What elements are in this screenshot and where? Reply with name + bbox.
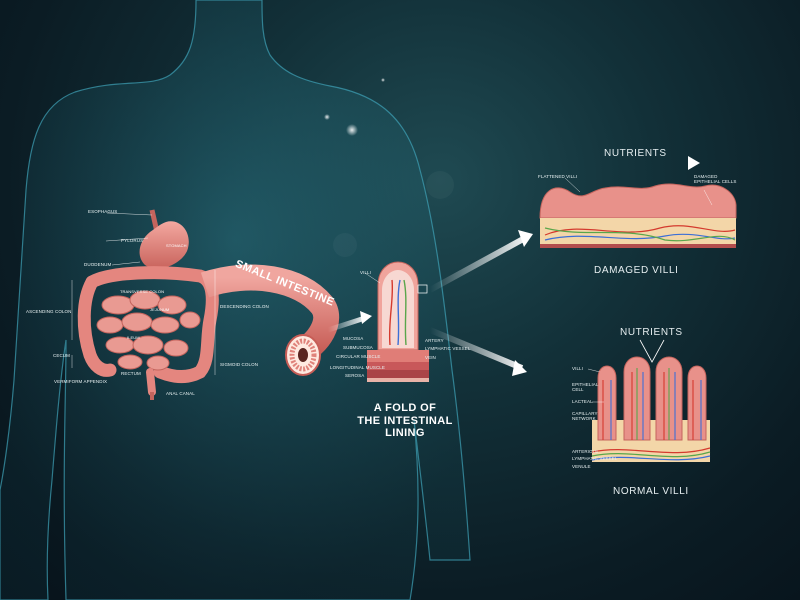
fold-caption-line3: LINING [350,427,460,440]
label-submucosa: SUBMUCOSA [343,346,373,351]
damaged-nutrients-label: NUTRIENTS [604,148,667,159]
label-capillary-network: CAPILLARY NETWORK [572,412,596,421]
fold-caption-line1: A FOLD OF [350,402,460,415]
damaged-villi-illustration [540,184,736,248]
label-damaged-cells: DAMAGED EPITHELIAL CELLS [694,175,740,184]
normal-villi-title: NORMAL VILLI [613,486,689,497]
fold-caption: A FOLD OF THE INTESTINAL LINING [350,402,460,440]
label-fold-lymphatic-vessel: LYMPHATIC VESSEL [425,347,470,352]
label-flattened-villi: FLATTENED VILLI [538,175,577,180]
label-arteriole: ARTERIOLE [572,450,598,455]
label-serosa: SEROSA [345,374,364,379]
label-duodenum: DUODENUM [84,263,111,268]
normal-villi-illustration [592,340,710,462]
label-ileum: ILEUM [127,336,140,340]
label-ascending-colon: ASCENDING COLON [26,310,72,315]
label-mucosa: MUCOSA [343,337,363,342]
label-jejunum: JEJUNUM [150,308,169,312]
label-vein: VEIN [425,356,436,361]
label-normal-villi: VILLI [572,367,583,372]
fold-caption-line2: THE INTESTINAL [350,415,460,428]
label-epithelial-cell: EPITHELIAL CELL [572,383,596,392]
label-descending-colon: DESCENDING COLON [220,305,269,310]
label-artery: ARTERY [425,339,444,344]
label-transverse-colon: TRANSVERSE COLON [120,290,164,294]
normal-nutrients-label: NUTRIENTS [620,327,683,338]
label-venule: VENULE [572,465,591,470]
label-normal-lymphatic-vessel: LYMPHATIC VESSEL [572,457,617,462]
label-vermiform-appendix: VERMIFORM APPENDIX [54,380,107,385]
label-sigmoid-colon: SIGMOID COLON [220,363,258,368]
label-rectum: RECTUM [121,372,141,377]
label-esophagus: ESOPHAGUS [88,210,117,215]
label-circular-muscle: CIRCULAR MUSCLE [336,355,381,360]
label-longitudinal-muscle: LONGITUDINAL MUSCLE [330,366,385,371]
label-fold-villi: VILLI [360,271,371,276]
label-cecum: CECUM [53,354,70,359]
label-pylorus: PYLORUS [121,239,143,244]
label-anal-canal: ANAL CANAL [166,392,195,397]
damaged-villi-title: DAMAGED VILLI [594,265,679,276]
label-lacteal: LACTEAL [572,400,593,405]
label-stomach: STOMACH [166,244,187,248]
